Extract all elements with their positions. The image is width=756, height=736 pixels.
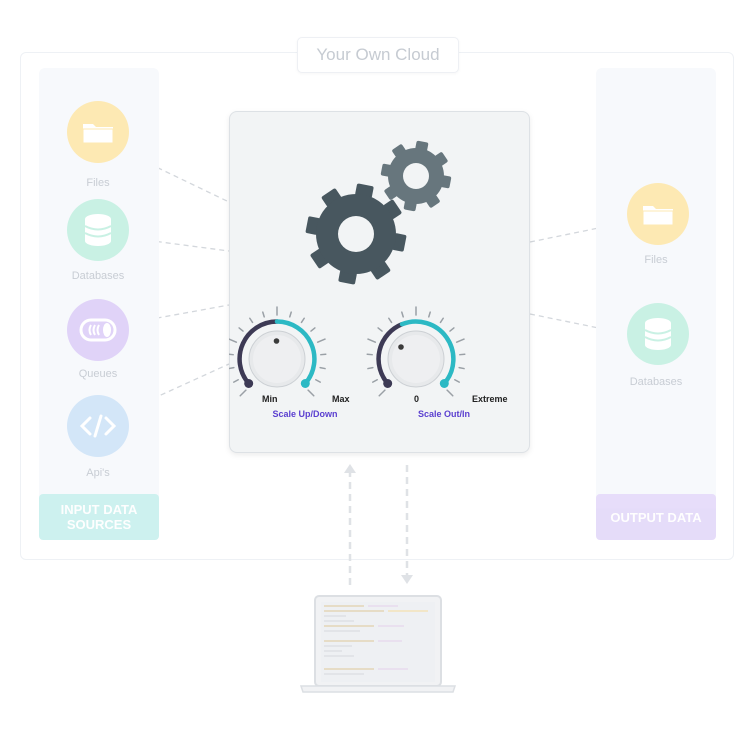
input-apis-icon	[67, 395, 129, 457]
knob-tick	[458, 366, 465, 370]
knob-tick	[238, 327, 244, 332]
input-files-label: Files	[86, 177, 110, 189]
knob-tick	[233, 378, 239, 383]
knob-tick	[401, 311, 404, 318]
knob-tick	[367, 338, 377, 343]
knob-tick	[439, 317, 444, 324]
knob2-title: Scale Out/In	[417, 409, 470, 419]
output-files-icon	[627, 183, 689, 245]
knob-tick	[455, 338, 465, 343]
knob-tick	[316, 338, 326, 343]
connector-databases-in	[129, 237, 230, 252]
knob-tick	[378, 389, 386, 397]
output-databases-icon	[627, 303, 689, 365]
database-icon	[84, 214, 112, 246]
input-queues-icon	[67, 299, 129, 361]
knob-tick	[229, 338, 238, 343]
knob-tick	[319, 366, 326, 370]
knob-tick	[307, 389, 315, 397]
input-files-icon	[67, 101, 129, 163]
knob-tick	[310, 327, 316, 332]
scale-outin-knob	[366, 306, 466, 397]
output-databases-label: Databases	[629, 376, 683, 388]
knob-tick	[229, 366, 235, 370]
laptop-icon	[299, 595, 457, 693]
knob-tick	[377, 327, 383, 332]
input-databases-label: Databases	[71, 270, 125, 282]
knob2-min-label: 0	[414, 394, 420, 404]
knob-tick	[262, 311, 265, 318]
knob-tick	[449, 327, 455, 332]
folder-icon	[642, 206, 674, 226]
input-databases-icon	[67, 199, 129, 261]
arrow-down-head	[401, 575, 413, 584]
folder-icon	[82, 124, 114, 144]
output-files-label: Files	[644, 254, 668, 266]
knob-tick	[239, 389, 247, 397]
knob-tick	[388, 317, 393, 324]
input-sources-footer: INPUT DATA SOURCES	[39, 494, 159, 540]
scale-updown-knob	[229, 306, 327, 397]
knob-tick	[428, 311, 431, 318]
knob1-title: Scale Up/Down	[272, 409, 338, 419]
large-gear-icon	[305, 183, 407, 285]
code-icon	[79, 414, 117, 438]
input-queues-label: Queues	[78, 368, 118, 380]
arrow-up-head	[344, 464, 356, 473]
knob-tick	[454, 378, 460, 383]
code-lines	[324, 605, 428, 675]
connector-queues-in	[129, 304, 230, 324]
small-gear-icon	[380, 140, 452, 212]
input-apis-label: Api's	[86, 467, 110, 479]
knob1-min-label: Min	[262, 394, 278, 404]
knob1-max-label: Max	[332, 394, 350, 404]
knob-tick	[289, 311, 292, 318]
knob-tick	[367, 366, 374, 370]
knob-tick	[446, 389, 454, 397]
knob-tick	[315, 378, 321, 383]
engine-graphics	[229, 140, 466, 397]
queue-icon	[79, 318, 117, 342]
knob-tick	[300, 317, 305, 324]
knob2-max-label: Extreme	[472, 394, 508, 404]
database-icon	[644, 318, 672, 350]
knob-tick	[372, 378, 378, 383]
cloud-title: Your Own Cloud	[297, 37, 459, 73]
knob-tick	[249, 317, 254, 324]
output-data-footer: OUTPUT DATA	[596, 494, 716, 540]
